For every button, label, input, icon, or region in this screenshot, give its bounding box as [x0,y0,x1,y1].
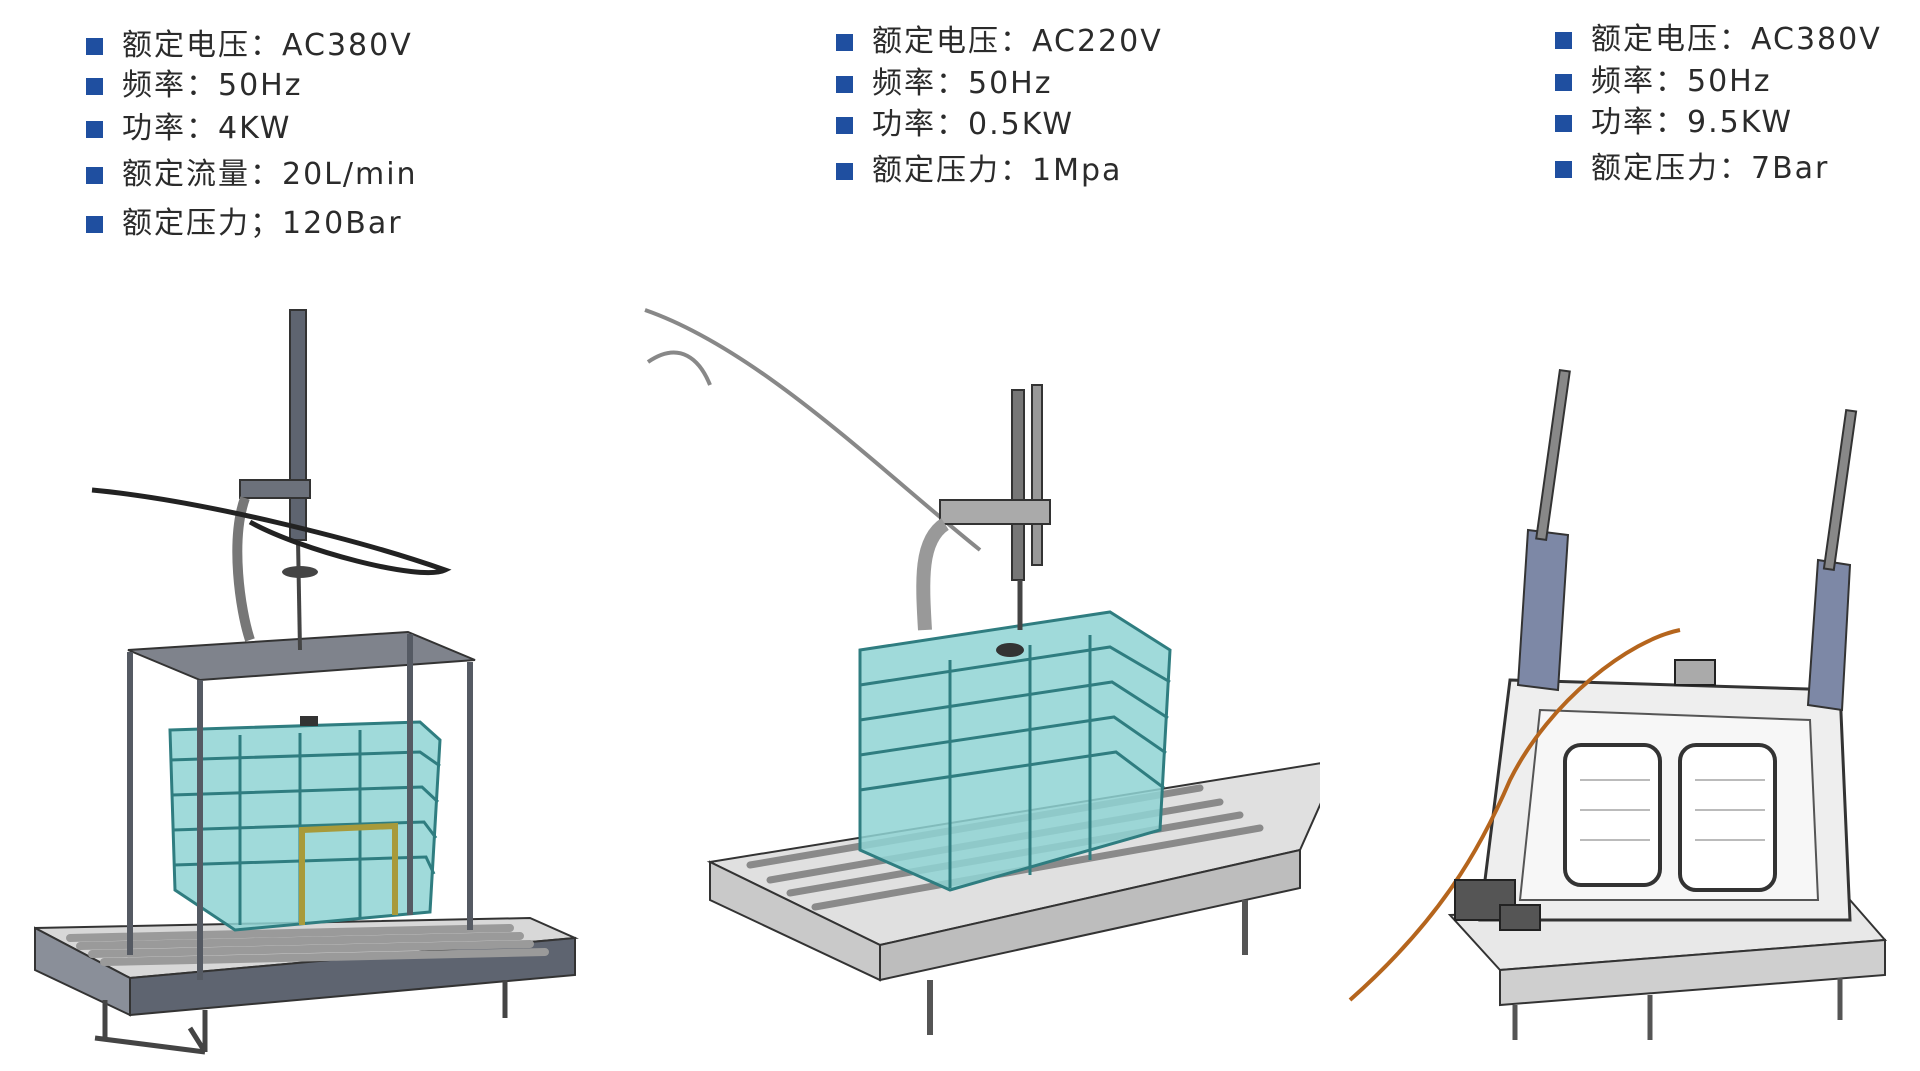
spec-text: 额定电压：AC380V [1591,22,1882,57]
bullet-square-icon [836,34,853,51]
machine-1-illustration [34,309,579,1055]
bullet-square-icon [86,167,103,184]
spec-text: 额定电压：AC380V [122,28,413,63]
spec-item: 功率：4KW [86,111,418,157]
bullet-square-icon [1555,115,1572,132]
spec-text: 额定压力：1Mpa [872,153,1123,188]
spec-item: 额定电压：AC220V [836,24,1163,66]
spec-text: 频率：50Hz [122,68,303,103]
spec-item: 额定电压：AC380V [1555,22,1882,64]
spec-item: 频率：50Hz [836,66,1163,107]
machine-2-spec-list: 额定电压：AC220V 频率：50Hz 功率：0.5KW 额定压力：1Mpa [836,24,1163,193]
machine-3-illustration [1348,369,1888,1040]
spec-text: 功率：0.5KW [872,107,1074,142]
filling-lance [916,384,1051,631]
pump-unit [1454,659,1716,931]
spec-text: 频率：50Hz [872,66,1053,101]
spec-text: 功率：9.5KW [1591,105,1793,140]
spec-item: 频率：50Hz [1555,64,1882,105]
machine-1-spec-list: 额定电压：AC380V 频率：50Hz 功率：4KW 额定流量：20L/min … [86,28,418,246]
orange-hose [1348,628,1681,1002]
spec-item: 额定压力：7Bar [1555,151,1882,191]
spec-item: 功率：9.5KW [1555,105,1882,151]
bullet-square-icon [86,121,103,138]
spec-item: 额定电压：AC380V [86,28,418,68]
spec-text: 额定压力：7Bar [1591,151,1830,186]
spec-text: 功率：4KW [122,111,292,146]
bullet-square-icon [836,117,853,134]
bullet-square-icon [86,38,103,55]
machine-2-illustration [644,308,1320,1035]
filling-lance [91,309,452,651]
cabinet-body [1478,678,1852,922]
bullet-square-icon [836,163,853,180]
side-columns [1516,369,1858,712]
spec-text: 额定电压：AC220V [872,24,1163,59]
spec-text: 额定流量：20L/min [122,157,418,192]
bullet-square-icon [86,78,103,95]
spec-item: 额定压力；120Bar [86,206,418,246]
bullet-square-icon [1555,32,1572,49]
spec-text: 额定压力；120Bar [122,206,403,241]
ibc-tank [858,610,1172,892]
spec-item: 额定流量：20L/min [86,157,418,206]
spec-item: 额定压力：1Mpa [836,153,1163,193]
yellow-door-frame [299,822,398,925]
bullet-square-icon [836,76,853,93]
spec-text: 频率：50Hz [1591,64,1772,99]
roller-conveyor-base [34,916,579,1055]
bullet-square-icon [86,216,103,233]
bullet-square-icon [1555,161,1572,178]
spec-item: 频率：50Hz [86,68,418,111]
bullet-square-icon [1555,74,1572,91]
spec-item: 功率：0.5KW [836,107,1163,153]
filling-frame [127,630,476,980]
machine-3-spec-list: 额定电压：AC380V 频率：50Hz 功率：9.5KW 额定压力：7Bar [1555,22,1882,191]
hose [644,308,982,552]
